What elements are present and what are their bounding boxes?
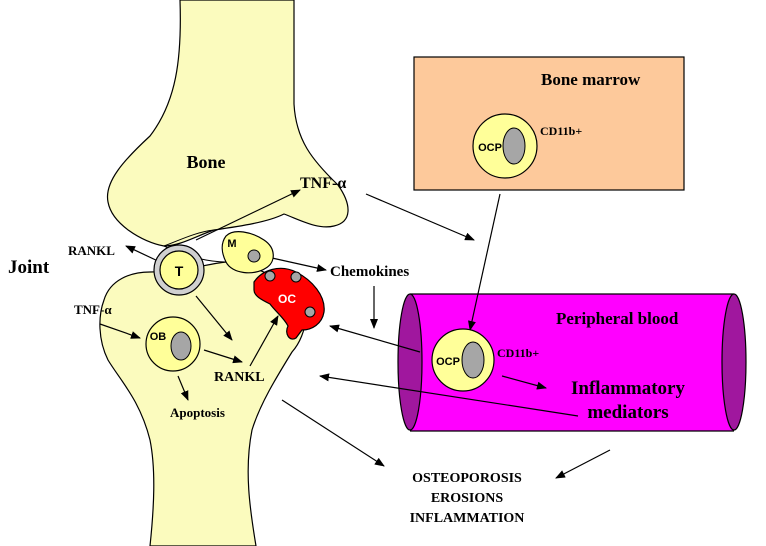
bone-marrow-label: Bone marrow [541,70,641,89]
macrophage [221,231,274,274]
cd11b-blood-label: CD11b+ [497,346,539,360]
osteoclast-nucleus-2 [290,271,302,283]
tnf-top-label: TNF-α [300,175,346,192]
joint-label: Joint [8,257,50,278]
t-cell [159,250,199,290]
ocp-blood-label: OCP [436,356,460,368]
arrows [99,189,611,479]
osteoclast-nucleus-1 [264,270,276,282]
ocp-marrow-label: OCP [478,142,502,154]
arrow-tnf-to-vessel [365,193,475,241]
ocp-blood-nucleus [461,341,485,379]
inflammatory-mediators-line2: mediators [587,402,668,423]
arrow-t-to-tnf-top [195,189,301,241]
arrow-ocp-to-oc [329,324,421,353]
blood-vessel-right-end [721,293,747,431]
outcome-inflammation: INFLAMMATION [410,511,525,526]
macrophage-label: M [227,238,236,250]
arrow-bone-to-outcome [281,399,385,467]
arrow-marrow-to-blood [468,193,501,331]
joint-cartilage-line [163,229,215,247]
tnf-left-label: TNF-α [74,302,112,317]
arrow-t-to-rankl-left [125,245,161,263]
arrow-ob-to-rankl [203,349,243,364]
bone-marrow-box [413,56,685,191]
apoptosis-label: Apoptosis [170,405,225,420]
osteoblast-nucleus [170,331,192,361]
upper-bone [106,0,349,247]
bone-label: Bone [186,152,225,172]
arrow-ob-to-apoptosis [177,375,189,401]
osteoclast-nucleus-3 [304,306,316,318]
ocp-marrow-nucleus [502,127,526,165]
cd11b-marrow-label: CD11b+ [540,124,582,138]
chemokines-label: Chemokines [330,264,409,280]
arrow-mediators-to-bone [319,373,579,417]
peripheral-blood-label: Peripheral blood [556,309,679,328]
rankl-bottom-label: RANKL [214,370,265,385]
arrow-m-to-chemokines [271,257,327,272]
osteoclast-label: OC [278,292,296,306]
rankl-left-label: RANKL [68,243,115,258]
outcome-osteoporosis: OSTEOPOROSIS [412,471,522,486]
arrow-rankl-to-oc [249,315,279,367]
macrophage-nucleus [247,249,261,263]
t-cell-label: T [175,263,184,279]
blood-vessel-left-end [397,293,423,431]
inflammatory-mediators-line1: Inflammatory [571,378,685,399]
arrow-ocp-to-mediators [501,375,547,390]
arrow-t-to-rankl-bottom [195,295,233,341]
osteoblast-label: OB [150,331,167,343]
arrow-tnf-left-to-ob [99,323,141,339]
outcome-erosions: EROSIONS [431,491,504,506]
arrow-vessel-to-outcome [555,449,611,479]
